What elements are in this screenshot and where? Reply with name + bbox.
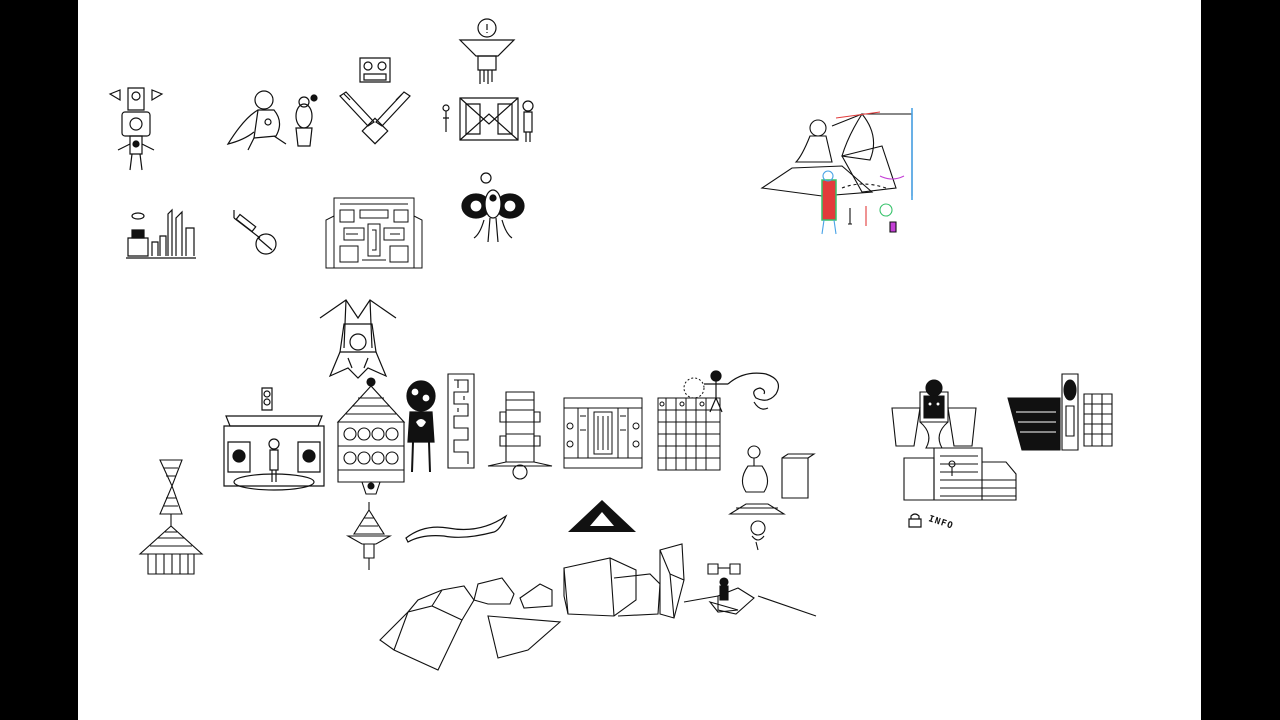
hourglass-totem[interactable] bbox=[138, 458, 204, 578]
serpent-tower[interactable] bbox=[446, 372, 476, 470]
alien-heart-figure[interactable] bbox=[404, 380, 438, 474]
stage-portrait-room[interactable] bbox=[222, 386, 326, 494]
speaker-cabinet-pair[interactable] bbox=[440, 94, 538, 146]
balloon-lamp-figure[interactable] bbox=[728, 444, 812, 552]
maze-temple[interactable] bbox=[324, 196, 424, 272]
game-canvas[interactable]: INFO bbox=[78, 0, 1201, 720]
wing-bat-hanger[interactable] bbox=[704, 560, 744, 614]
hanging-lamp-figure[interactable] bbox=[458, 16, 516, 86]
colorful-bedroom-scene[interactable] bbox=[762, 96, 926, 238]
info-label[interactable]: INFO bbox=[927, 514, 955, 532]
ornate-spire[interactable] bbox=[486, 390, 554, 480]
bug-mask-creature[interactable] bbox=[460, 170, 526, 244]
ornate-gate[interactable] bbox=[562, 396, 644, 470]
cactus-grid-wall[interactable] bbox=[656, 376, 722, 472]
winged-tribal-mask[interactable] bbox=[318, 298, 398, 380]
black-pyramid[interactable] bbox=[566, 498, 638, 536]
small-beacon[interactable] bbox=[346, 500, 392, 572]
throne-totem-scene[interactable] bbox=[890, 378, 1018, 502]
robot-totem-figure[interactable] bbox=[108, 86, 164, 172]
jagged-rock-terrain[interactable] bbox=[378, 540, 818, 672]
twin-arm-machine[interactable] bbox=[336, 56, 414, 144]
sitting-caped-figure[interactable] bbox=[224, 88, 320, 154]
dark-stairway-scene[interactable] bbox=[1006, 372, 1116, 454]
floating-ribbon[interactable] bbox=[404, 512, 512, 546]
layered-pagoda[interactable] bbox=[336, 376, 406, 498]
guitar-stick-figure[interactable] bbox=[230, 208, 278, 256]
tv-cityscape[interactable] bbox=[124, 208, 198, 262]
lock-icon[interactable] bbox=[908, 512, 922, 528]
swirl-totem[interactable] bbox=[694, 368, 786, 418]
